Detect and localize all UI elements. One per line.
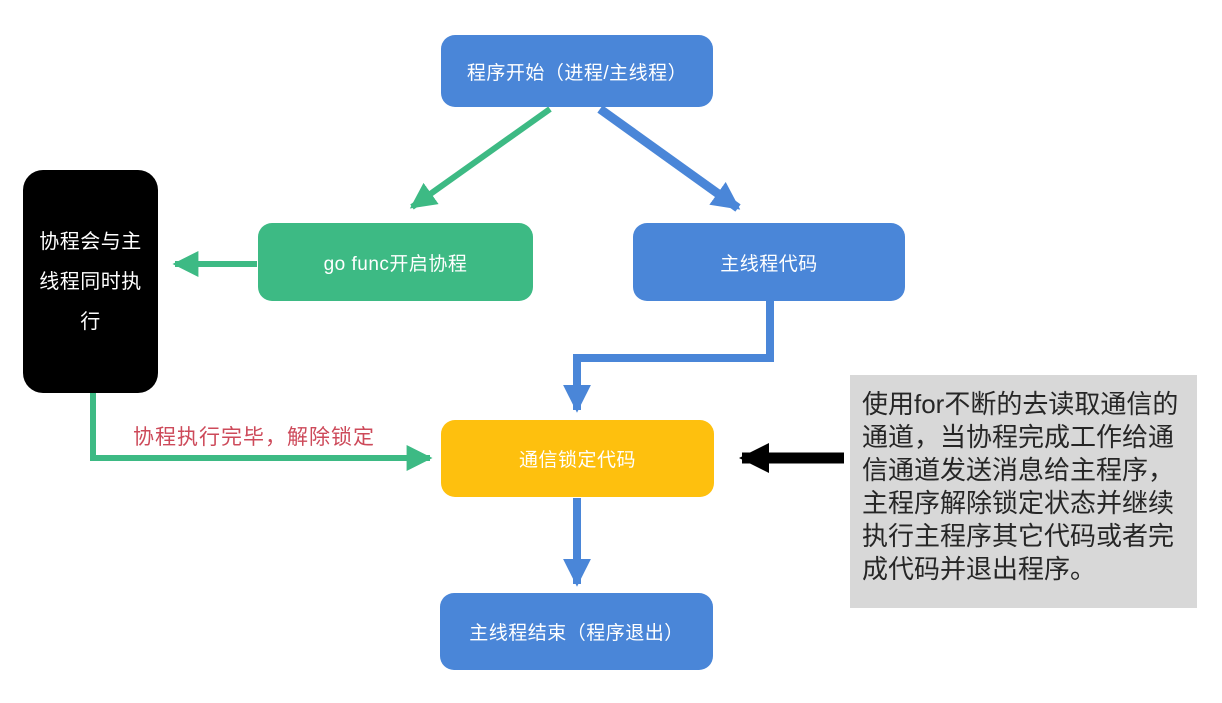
edge-maincode-to-commlock bbox=[563, 301, 774, 413]
edge-start-to-gofunc bbox=[409, 106, 552, 210]
edge-label-unlock: 协程执行完毕，解除锁定 bbox=[133, 426, 375, 449]
node-comm-lock-code: 通信锁定代码 bbox=[441, 420, 714, 497]
node-program-start: 程序开始（进程/主线程） bbox=[441, 35, 713, 107]
node-go-func: go func开启协程 bbox=[258, 223, 533, 301]
node-main-thread-end-label: 主线程结束（程序退出） bbox=[469, 623, 684, 644]
node-program-start-label: 程序开始（进程/主线程） bbox=[466, 62, 688, 84]
edge-sidenote-to-commlock bbox=[90, 392, 433, 471]
node-comm-lock-code-label: 通信锁定代码 bbox=[518, 450, 636, 471]
node-main-thread-code-label: 主线程代码 bbox=[720, 253, 818, 275]
node-main-thread-code: 主线程代码 bbox=[633, 223, 905, 301]
node-go-func-label: go func开启协程 bbox=[323, 253, 468, 275]
annotation-panel: 使用for不断的去读取通信的通道，当协程完成工作给通信通道发送消息给主程序，主程… bbox=[850, 375, 1197, 608]
edge-start-to-maincode bbox=[597, 105, 741, 212]
node-coroutine-concurrent-note-label: 协程会与主线程同时执行 bbox=[39, 230, 142, 333]
node-main-thread-end: 主线程结束（程序退出） bbox=[440, 593, 713, 670]
node-coroutine-concurrent-note: 协程会与主线程同时执行 bbox=[23, 170, 158, 393]
